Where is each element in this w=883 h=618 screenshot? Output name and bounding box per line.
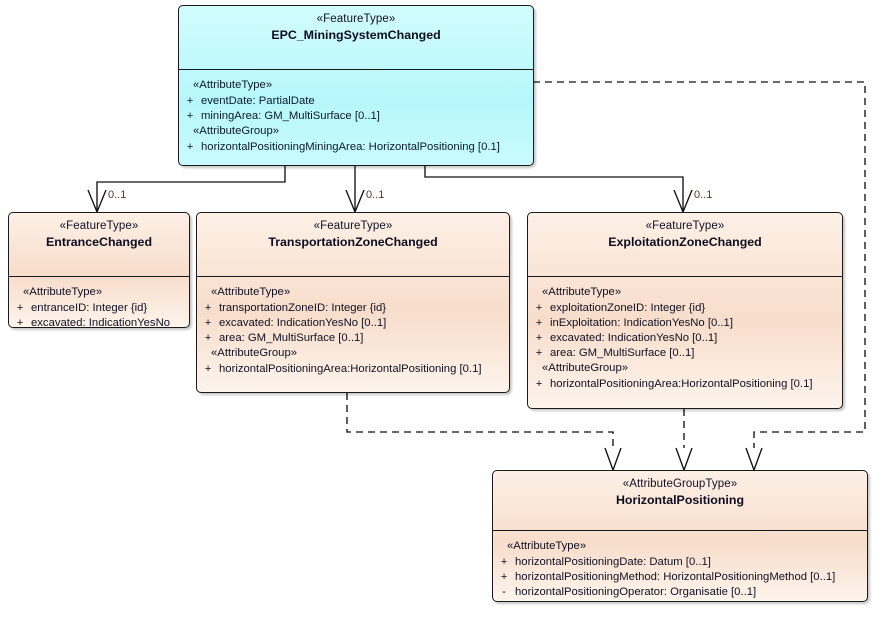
visibility-marker: + (186, 109, 194, 122)
class-stereotype: «FeatureType» (645, 220, 725, 232)
attribute-row[interactable]: + horizontalPositioningArea:HorizontalPo… (197, 361, 509, 376)
class-header: «FeatureType» ExploitationZoneChanged (528, 213, 842, 276)
class-stereotype: «FeatureType» (313, 220, 393, 232)
visibility-marker: - (502, 585, 506, 598)
attribute-text: entranceID: Integer {id} (31, 301, 148, 314)
attribute-row[interactable]: + miningArea: GM_MultiSurface [0..1] (179, 108, 533, 123)
class-name: EPC_MiningSystemChanged (271, 28, 441, 43)
class-name: ExploitationZoneChanged (608, 235, 762, 250)
arrowhead-hp-right (745, 447, 763, 472)
class-body: «AttributeType» + eventDate: PartialDate… (179, 70, 533, 161)
header-divider (197, 276, 509, 277)
visibility-marker: + (204, 362, 212, 375)
attribute-text: eventDate: PartialDate (201, 94, 315, 107)
attribute-text: horizontalPositioningMiningArea: Horizon… (201, 140, 500, 153)
visibility-marker: + (535, 301, 543, 314)
edge-mining-to-exploitation (424, 166, 684, 212)
group-label: «AttributeType» (193, 79, 273, 91)
multiplicity-label-exploitation: 0..1 (694, 189, 713, 201)
class-name: EntranceChanged (45, 235, 153, 250)
attribute-row[interactable]: + horizontalPositioningDate: Datum [0..1… (493, 554, 867, 569)
arrowhead-entrance (87, 189, 107, 214)
group-label: «AttributeType» (542, 286, 622, 298)
attribute-text: horizontalPositioningArea:HorizontalPosi… (219, 362, 482, 375)
group-label: «AttributeType» (507, 540, 587, 552)
attribute-text: miningArea: GM_MultiSurface [0..1] (201, 109, 380, 122)
class-header: «FeatureType» EPC_MiningSystemChanged (179, 6, 533, 69)
header-divider (9, 276, 189, 277)
group-label: «AttributeType» (211, 286, 291, 298)
attribute-text: horizontalPositioningArea:HorizontalPosi… (550, 377, 813, 390)
class-stereotype: «FeatureType» (316, 13, 396, 25)
visibility-marker: + (186, 140, 194, 153)
class-epc-mining-system-changed[interactable]: «FeatureType» EPC_MiningSystemChanged «A… (178, 5, 534, 166)
multiplicity-label-entrance: 0..1 (108, 189, 127, 201)
header-divider (528, 276, 842, 277)
attribute-row[interactable]: + area: GM_MultiSurface [0..1] (528, 345, 842, 360)
attribute-text: area: GM_MultiSurface [0..1] (550, 346, 695, 359)
group-label: «AttributeGroup» (211, 347, 298, 359)
attribute-row[interactable]: + excavated: IndicationYesNo (9, 315, 189, 328)
header-divider (179, 69, 533, 70)
attribute-text: inExploitation: IndicationYesNo [0..1] (550, 316, 733, 329)
attribute-text: excavated: IndicationYesNo (31, 316, 171, 328)
attribute-row[interactable]: - horizontalPositioningOperator: Organis… (493, 584, 867, 599)
class-stereotype: «FeatureType» (59, 220, 139, 232)
class-body: «AttributeType» + entranceID: Integer {i… (9, 277, 189, 328)
group-label: «AttributeGroup» (193, 125, 280, 137)
attribute-row[interactable]: + eventDate: PartialDate (179, 93, 533, 108)
attribute-row[interactable]: + horizontalPositioningArea:HorizontalPo… (528, 376, 842, 391)
attribute-text: horizontalPositioningDate: Datum [0..1] (515, 555, 711, 568)
class-body: «AttributeType» + horizontalPositioningD… (493, 531, 867, 601)
visibility-marker: + (535, 346, 543, 359)
group-label: «AttributeGroup» (542, 362, 629, 374)
attribute-text: horizontalPositioningMethod: HorizontalP… (515, 570, 836, 583)
class-name: TransportationZoneChanged (268, 235, 438, 250)
arrowhead-hp-left (604, 447, 622, 472)
attribute-row[interactable]: + exploitationZoneID: Integer {id} (528, 300, 842, 315)
class-body: «AttributeType» + exploitationZoneID: In… (528, 277, 842, 398)
visibility-marker: + (500, 570, 508, 583)
attribute-row[interactable]: + area: GM_MultiSurface [0..1] (197, 330, 509, 345)
visibility-marker: + (186, 94, 194, 107)
arrowhead-exploitation (673, 189, 693, 214)
attribute-row[interactable]: + inExploitation: IndicationYesNo [0..1] (528, 315, 842, 330)
attribute-text: exploitationZoneID: Integer {id} (550, 301, 706, 314)
visibility-marker: + (500, 555, 508, 568)
class-name: HorizontalPositioning (615, 493, 745, 508)
visibility-marker: + (16, 316, 24, 328)
class-header: «AttributeGroupType» HorizontalPositioni… (493, 471, 867, 530)
visibility-marker: + (204, 331, 212, 344)
attribute-row[interactable]: + horizontalPositioningMiningArea: Horiz… (179, 139, 533, 154)
class-header: «FeatureType» TransportationZoneChanged (197, 213, 509, 276)
attribute-text: area: GM_MultiSurface [0..1] (219, 331, 364, 344)
class-exploitation-zone-changed[interactable]: «FeatureType» ExploitationZoneChanged «A… (527, 212, 843, 409)
visibility-marker: + (204, 316, 212, 329)
visibility-marker: + (535, 331, 543, 344)
class-horizontal-positioning[interactable]: «AttributeGroupType» HorizontalPositioni… (492, 470, 868, 602)
arrowhead-hp-middle (675, 447, 693, 472)
attribute-row[interactable]: + excavated: IndicationYesNo [0..1] (528, 330, 842, 345)
class-transportation-zone-changed[interactable]: «FeatureType» TransportationZoneChanged … (196, 212, 510, 393)
attribute-row[interactable]: + excavated: IndicationYesNo [0..1] (197, 315, 509, 330)
class-stereotype: «AttributeGroupType» (622, 478, 738, 490)
attribute-text: transportationZoneID: Integer {id} (219, 301, 387, 314)
visibility-marker: + (535, 316, 543, 329)
visibility-marker: + (16, 301, 24, 314)
class-body: «AttributeType» + transportationZoneID: … (197, 277, 509, 383)
attribute-text: excavated: IndicationYesNo [0..1] (219, 316, 387, 329)
header-divider (493, 530, 867, 531)
attribute-row[interactable]: + entranceID: Integer {id} (9, 300, 189, 315)
arrowhead-transportation (345, 189, 365, 214)
multiplicity-label-transportation: 0..1 (366, 189, 385, 201)
class-entrance-changed[interactable]: «FeatureType» EntranceChanged «Attribute… (8, 212, 190, 328)
visibility-marker: + (204, 301, 212, 314)
attribute-text: excavated: IndicationYesNo [0..1] (550, 331, 718, 344)
group-label: «AttributeType» (23, 286, 103, 298)
attribute-row[interactable]: + transportationZoneID: Integer {id} (197, 300, 509, 315)
attribute-row[interactable]: + horizontalPositioningMethod: Horizonta… (493, 569, 867, 584)
attribute-text: horizontalPositioningOperator: Organisat… (515, 585, 757, 598)
class-header: «FeatureType» EntranceChanged (9, 213, 189, 276)
visibility-marker: + (535, 377, 543, 390)
